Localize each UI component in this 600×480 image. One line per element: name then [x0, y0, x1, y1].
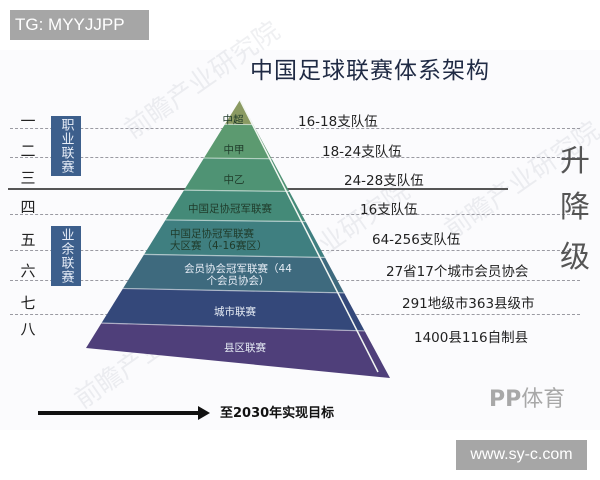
tier-5-label-line1: 中国足协冠军联赛: [170, 228, 254, 240]
arrow-head-icon: [198, 406, 210, 420]
tier-6-band: [86, 252, 390, 298]
top-tag-label: TG: MYYJJPP: [10, 10, 149, 40]
group-professional: 职业联赛: [51, 116, 81, 176]
tier-6-label: 会员协会冠军联赛（44 个会员协会）: [168, 263, 308, 287]
tier-8-label: 县区联赛: [224, 342, 266, 354]
side-label-ji: 级: [560, 240, 590, 275]
tier-6-label-line2: 个会员协会）: [206, 275, 270, 287]
side-label-sheng: 升: [560, 144, 590, 179]
tier-1-band: [86, 100, 390, 128]
bottom-url-tag: www.sy-c.com: [456, 440, 587, 470]
tier-7-count: 291地级市363县级市: [402, 296, 535, 312]
level-7: 七: [20, 294, 36, 312]
page-title: 中国足球联赛体系架构: [250, 58, 490, 84]
tier-1-label: 中超: [222, 114, 244, 126]
tier-1-count: 16-18支队伍: [298, 114, 378, 130]
tier-3-count: 24-28支队伍: [344, 173, 424, 189]
level-3: 三: [20, 169, 36, 187]
logo-mark: PP: [489, 387, 522, 412]
tier-8-count: 1400县116自制县: [414, 330, 529, 346]
tier-3-band: [86, 156, 390, 195]
tier-7-band: [86, 286, 390, 338]
tier-5-label-line2: 大区赛（4-16赛区）: [170, 240, 268, 252]
tier-5-count: 64-256支队伍: [372, 232, 461, 248]
pp-sports-logo: PP体育: [489, 381, 565, 413]
divider: [10, 128, 580, 129]
tier-6-count: 27省17个城市会员协会: [386, 264, 529, 280]
level-2: 二: [20, 142, 36, 160]
level-4: 四: [20, 198, 36, 216]
tier-3-label: 中乙: [223, 174, 245, 186]
logo-text: 体育: [521, 387, 566, 412]
goal-text: 至2030年实现目标: [220, 406, 335, 421]
level-8: 八: [20, 320, 36, 338]
tier-4-count: 16支队伍: [360, 202, 418, 218]
level-1: 一: [20, 112, 36, 130]
divider: [10, 157, 580, 158]
tier-4-label: 中国足协冠军联赛: [188, 203, 272, 215]
tier-2-count: 18-24支队伍: [322, 144, 402, 160]
timeline-arrow: [38, 411, 200, 415]
tier-7-label: 城市联赛: [214, 306, 256, 318]
level-6: 六: [20, 262, 36, 280]
tier-6-label-line1: 会员协会冠军联赛（44: [184, 263, 292, 275]
side-label-jiang: 降: [560, 190, 590, 225]
group-amateur: 业余联赛: [51, 226, 81, 286]
tier-5-band: [86, 218, 390, 262]
tier-2-label: 中甲: [223, 144, 245, 156]
level-5: 五: [20, 231, 36, 249]
tier-5-label: 中国足协冠军联赛 大区赛（4-16赛区）: [170, 228, 280, 252]
